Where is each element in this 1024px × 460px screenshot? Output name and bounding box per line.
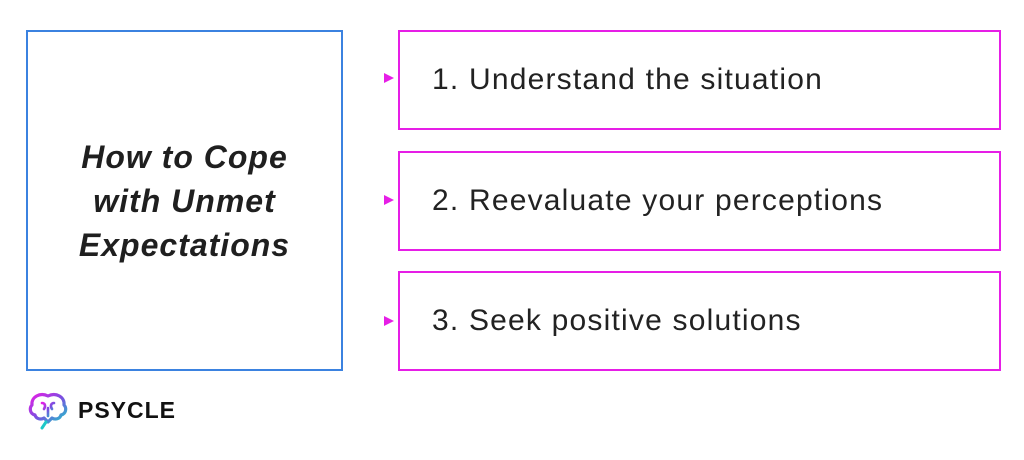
step-label-1: 1. Understand the situation (432, 63, 823, 96)
step-box-1: 1. Understand the situation (398, 30, 1001, 130)
title-box: How to Cope with Unmet Expectations (26, 30, 343, 371)
arrow-1 (344, 73, 394, 83)
brand-logo: PSYCLE (26, 388, 176, 432)
step-box-2: 2. Reevaluate your perceptions (398, 151, 1001, 251)
arrow-2 (344, 195, 394, 205)
step-label-3: 3. Seek positive solutions (432, 304, 802, 337)
diagram-title: How to Cope with Unmet Expectations (78, 138, 291, 263)
brand-name: PSYCLE (78, 396, 177, 423)
arrow-3 (344, 316, 394, 326)
brain-icon (28, 393, 68, 430)
step-box-3: 3. Seek positive solutions (398, 271, 1001, 371)
step-label-2: 2. Reevaluate your perceptions (432, 184, 884, 217)
